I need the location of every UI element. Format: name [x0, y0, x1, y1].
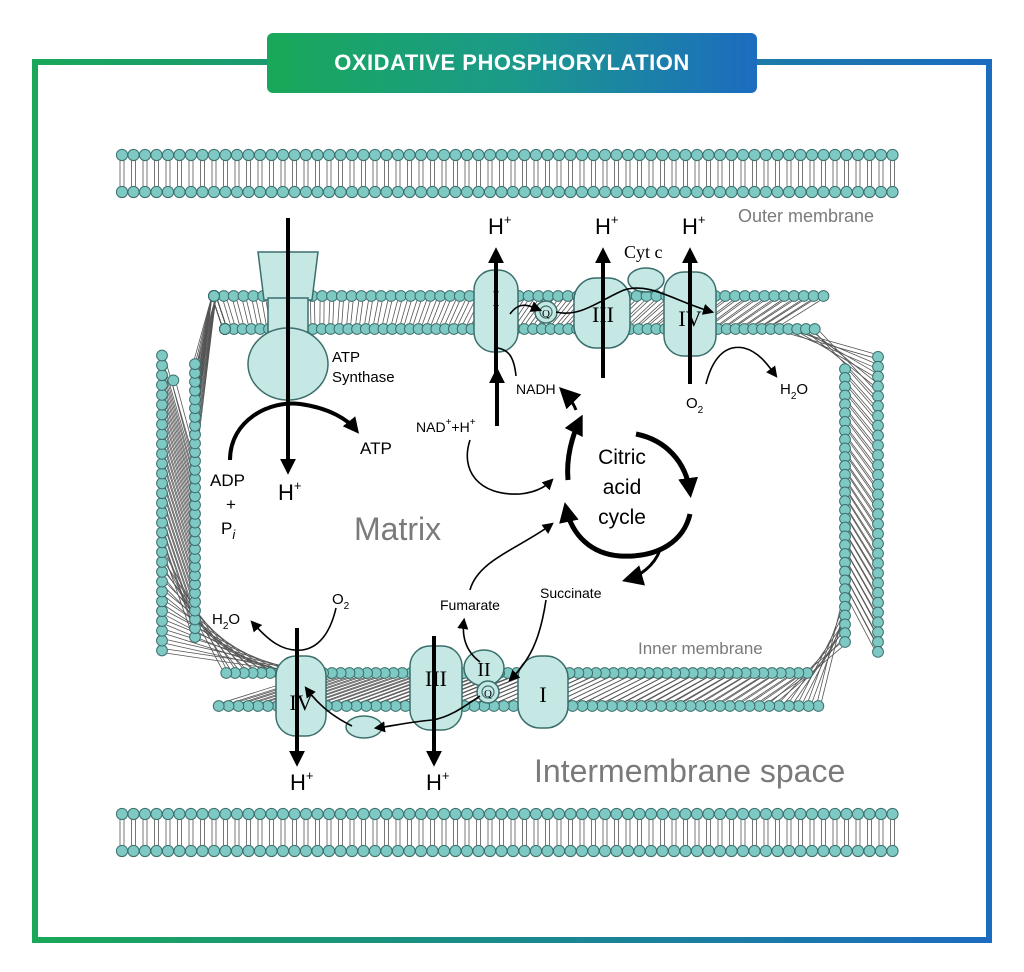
complex-iv-label: IV	[289, 690, 312, 715]
citric-acid-cycle-arrows	[559, 387, 699, 586]
o2-label: O2	[686, 395, 704, 416]
matrix-label: Matrix	[354, 511, 441, 547]
q-label: Q	[484, 688, 492, 700]
complex-i-label: I	[492, 286, 499, 311]
complex-i-lower	[517, 655, 569, 729]
cyt-c-lower	[345, 715, 383, 739]
proton-label: H+	[488, 212, 511, 239]
proton-label: H+	[290, 768, 313, 795]
reaction-arrows	[250, 287, 778, 733]
inner-membrane-label: Inner membrane	[638, 639, 763, 658]
citric-acid-cycle-label: Citric acid cycle	[598, 446, 646, 529]
atp-synthesis-arrow	[228, 401, 360, 461]
complex-iv-lower	[275, 655, 327, 737]
atp-synthase-label-2: Synthase	[332, 369, 395, 386]
complex-ii-label: II	[477, 659, 490, 681]
intermembrane-space-label: Intermembrane space	[534, 753, 845, 789]
pi-label: Pi	[221, 519, 236, 542]
cyt-c-upper	[627, 267, 665, 293]
o2-label: O2	[332, 591, 350, 612]
outer-membrane-top	[115, 148, 899, 199]
proton-labels: H+ H+ H+ H+ H+ H+	[278, 212, 705, 795]
succinate-label: Succinate	[540, 585, 602, 601]
outer-membrane-label: Outer membrane	[738, 206, 874, 226]
proton-label: H+	[426, 768, 449, 795]
svg-text:cycle: cycle	[598, 506, 646, 529]
q-label: Q	[542, 308, 550, 320]
atp-synthase-label-1: ATP	[332, 349, 360, 366]
cyt-c-label: Cyt c	[624, 242, 663, 262]
inner-membrane	[156, 290, 884, 712]
complex-iii-label: III	[425, 666, 447, 691]
q-lower	[476, 680, 500, 704]
atp-label: ATP	[360, 439, 392, 458]
fumarate-label: Fumarate	[440, 597, 500, 613]
h2o-label: H2O	[780, 381, 808, 402]
title-banner: OXIDATIVE PHOSPHORYLATION	[267, 33, 757, 93]
adp-label: ADP	[210, 471, 245, 490]
outer-membrane-bottom	[115, 807, 899, 858]
complex-iii-label: III	[592, 302, 614, 327]
h2o-label: H2O	[212, 611, 240, 632]
nadh-label: NADH	[516, 381, 556, 397]
adp-plus-label: +	[226, 495, 236, 514]
complex-iv-label: IV	[678, 306, 701, 331]
page-title: OXIDATIVE PHOSPHORYLATION	[334, 50, 690, 75]
complex-labels: I III IV Cyt c Q IV III II Q I	[289, 242, 701, 715]
proton-label: H+	[595, 212, 618, 239]
atp-synthase	[247, 218, 329, 475]
svg-text:Citric: Citric	[598, 446, 646, 469]
proton-arrows	[289, 247, 698, 767]
proton-label: H+	[682, 212, 705, 239]
complex-i-label: I	[539, 682, 546, 707]
nad-label: NAD++H+	[416, 417, 476, 435]
svg-text:acid: acid	[603, 476, 642, 499]
proton-label: H+	[278, 478, 301, 505]
